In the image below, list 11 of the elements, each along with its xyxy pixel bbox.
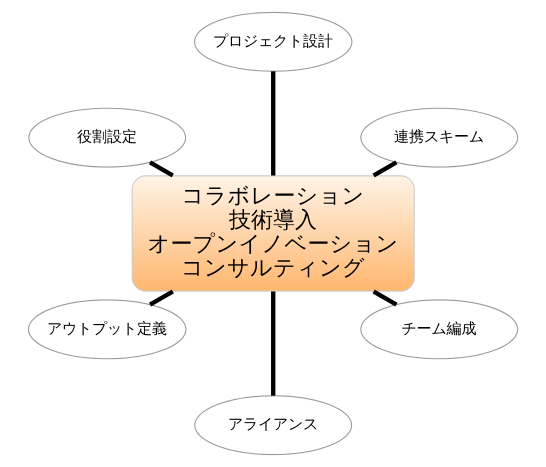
node-box: コラボレーション 技術導入 オープンイノベーション コンサルティング: [132, 175, 415, 292]
connector: [271, 71, 276, 176]
node-ellipse: 連携スキーム: [360, 108, 518, 168]
connector: [271, 292, 276, 396]
connector: [148, 160, 174, 178]
node-ellipse: アライアンス: [194, 395, 352, 456]
node-ellipse: プロジェクト設計: [194, 12, 352, 72]
node-ellipse: アウトプット定義: [28, 299, 186, 360]
connector: [372, 160, 398, 178]
node-ellipse: チーム編成: [360, 299, 518, 360]
node-ellipse: 役割設定: [28, 108, 186, 168]
